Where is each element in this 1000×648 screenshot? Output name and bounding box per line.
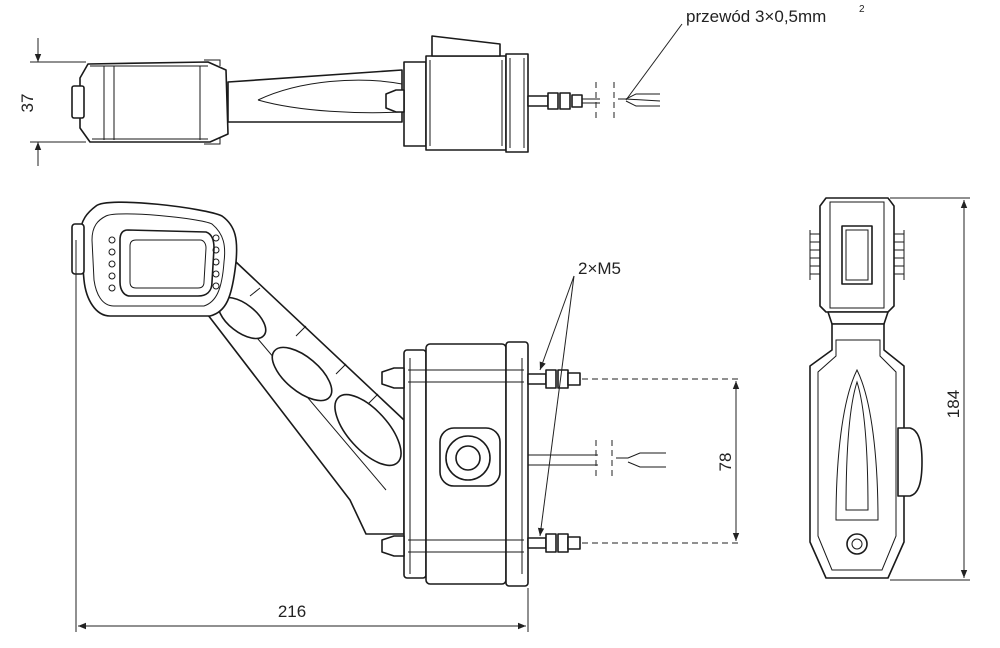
dim-height-side: 37 (18, 94, 37, 113)
top-view (30, 23, 683, 166)
bolts-label: 2×M5 (578, 259, 621, 278)
dim-bolt-spacing: 78 (716, 453, 735, 472)
front-view (71, 201, 742, 632)
dim-height-total: 184 (944, 390, 963, 418)
side-view (809, 197, 970, 581)
wire-label-superscript: 2 (859, 4, 865, 15)
dim-width-total: 216 (278, 602, 306, 621)
wire-label: przewód 3×0,5mm (686, 7, 826, 26)
